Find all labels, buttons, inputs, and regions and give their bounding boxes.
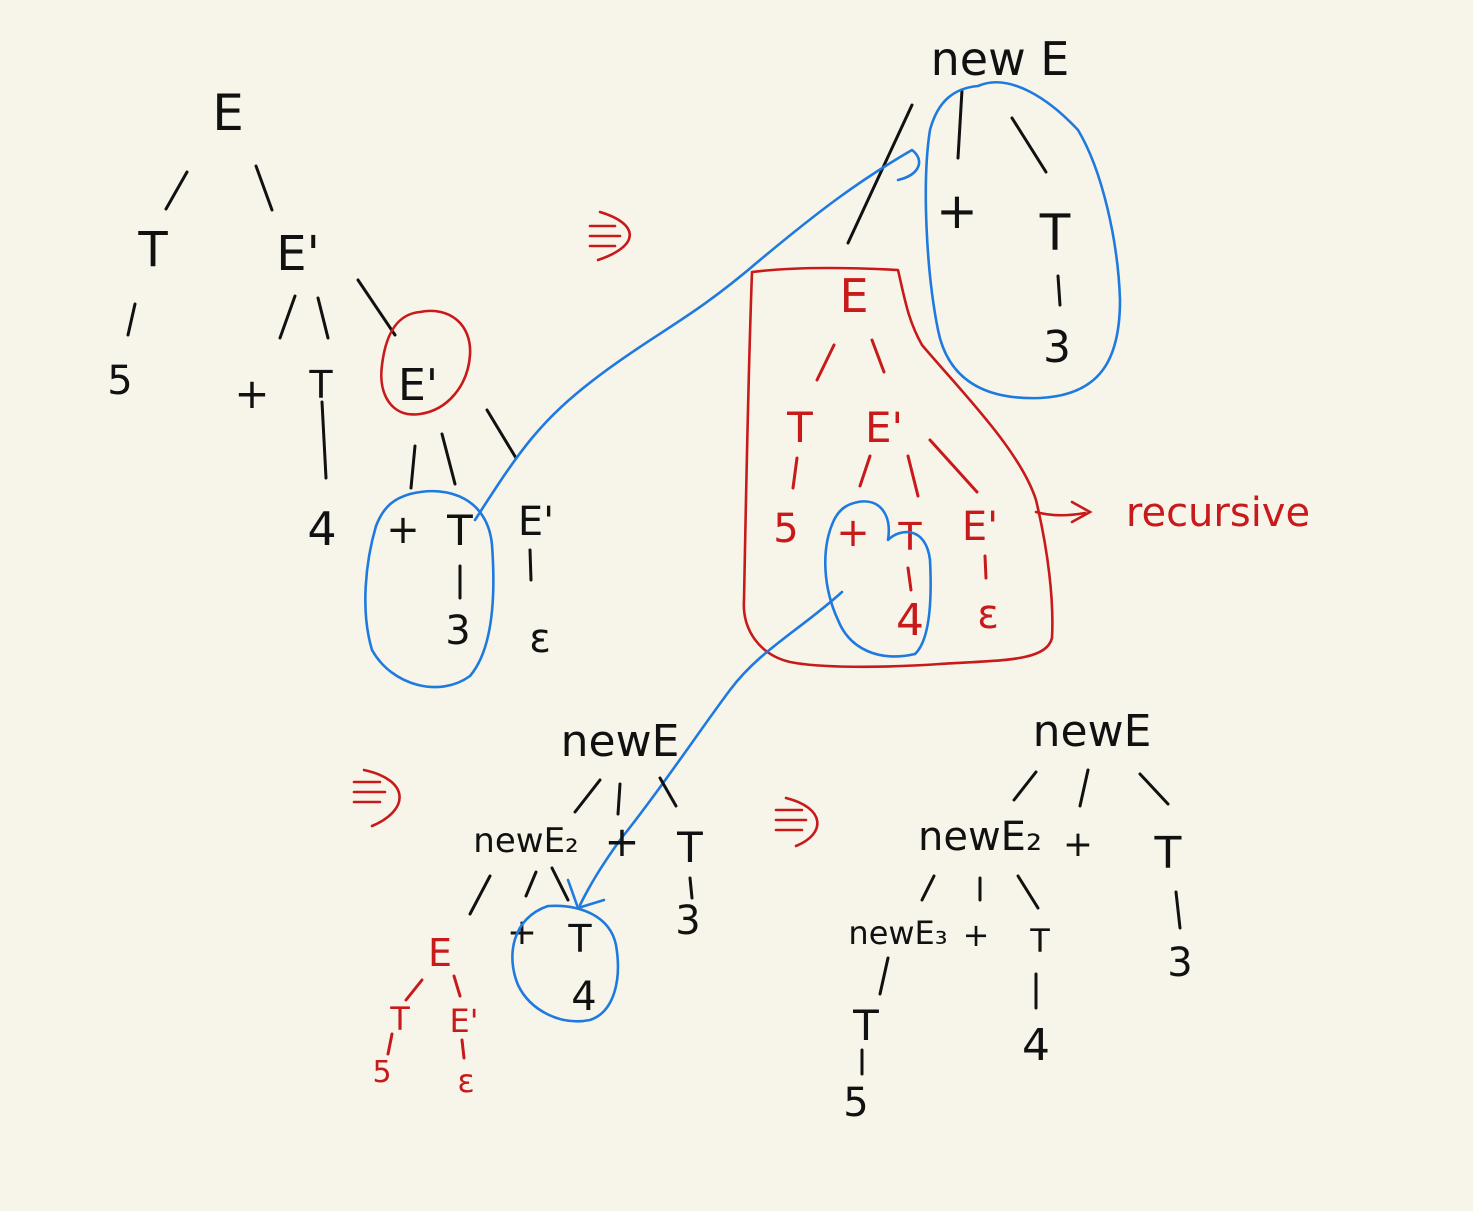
tree-original-node-t2: T — [308, 363, 333, 407]
tree-step-3-t: T — [676, 823, 703, 872]
tree-new-e-nested-e: E — [839, 269, 868, 323]
tree-step-4-new-e3: newE₃ — [848, 914, 947, 952]
recursive-arrow — [1034, 500, 1093, 524]
tree-new-e-root: new E — [931, 32, 1070, 86]
tree-new-e-red-edges — [791, 338, 988, 592]
tree-new-e-nested-leaf-5: 5 — [773, 506, 798, 552]
tree-original-node-plus-2: + — [386, 507, 420, 553]
tree-original-node-e-prime-2: E' — [398, 360, 438, 411]
tree-new-e-leaf-3: 3 — [1043, 322, 1071, 373]
tree-step-4-plus-2: + — [963, 916, 990, 954]
implies-arrow-2 — [352, 768, 401, 828]
tree-step-3-root: newE — [561, 716, 680, 767]
tree-original-leaf-4: 4 — [307, 502, 336, 556]
tree-step-3-nested-t: T — [389, 1000, 410, 1038]
tree-original-node-e-prime-3: E' — [518, 499, 554, 545]
tree-original-leaf-3: 3 — [445, 608, 470, 654]
tree-original-root-e: E — [212, 84, 244, 142]
tree-new-e-nested-leaf-4: 4 — [896, 595, 924, 646]
recursive-label: recursive — [1126, 490, 1310, 536]
implies-arrow-3 — [774, 796, 819, 848]
tree-original-node-t: T — [137, 222, 168, 278]
tree-step-3-plus: + — [604, 817, 639, 866]
tree-original-node-t3: T — [446, 506, 473, 555]
tree-step-3-black-edges — [468, 776, 694, 916]
tree-step-3-highlight — [511, 904, 620, 1023]
tree-step-4-leaf-5: 5 — [843, 1080, 868, 1126]
tree-step-3: newE newE₂ + T 3 + T 4 E T E' 5 ε — [372, 716, 703, 1100]
tree-step-3-nested-epsilon: ε — [457, 1062, 474, 1100]
tree-new-e-recursive-region — [742, 266, 1054, 669]
tree-step-4-leaf-3: 3 — [1167, 940, 1192, 986]
tree-new-e-node-plus: + — [936, 182, 978, 240]
tree-original-node-plus: + — [234, 369, 269, 418]
tree-original-highlight-red — [380, 309, 472, 416]
tree-step-3-new-e2: newE₂ — [473, 821, 578, 861]
tree-step-4-t: T — [1154, 828, 1182, 879]
tree-new-e-nested-t: T — [786, 403, 813, 452]
implies-arrow-1 — [588, 210, 631, 262]
tree-new-e-nested-e-prime: E' — [865, 403, 903, 452]
tree-new-e: new E + T 3 E T E' 5 + T E' 4 ε recursiv… — [742, 32, 1310, 669]
tree-step-3-nested-e: E — [428, 931, 452, 975]
tree-step-4-leaf-4: 4 — [1022, 1020, 1050, 1071]
tree-new-e-node-t: T — [1039, 204, 1071, 262]
tree-step-4-edges — [860, 768, 1182, 1076]
tree-step-4-root: newE — [1033, 706, 1152, 757]
tree-new-e-black-edges — [846, 88, 1062, 307]
tree-new-e-nested-plus: + — [836, 510, 870, 556]
tree-new-e-highlight-top — [924, 81, 1122, 400]
tree-step-3-red-edges — [386, 974, 466, 1060]
tree-step-3-plus-2: + — [507, 912, 537, 953]
tree-original-highlight-blue — [364, 489, 495, 689]
tree-new-e-nested-epsilon: ε — [977, 592, 999, 638]
tree-step-3-nested-leaf-5: 5 — [372, 1055, 391, 1090]
tree-step-3-nested-e-prime: E' — [449, 1002, 478, 1040]
tree-original: E T E' 5 + T E' 4 + T E' 3 ε — [107, 84, 554, 689]
tree-step-4-new-e2: newE₂ — [918, 814, 1042, 860]
tree-step-3-t2: T — [567, 917, 592, 961]
tree-step-4: newE newE₂ + T 3 newE₃ + T 4 T 5 — [843, 706, 1192, 1126]
tree-step-4-plus: + — [1063, 824, 1093, 865]
tree-step-4-t2: T — [1029, 922, 1050, 960]
tree-original-node-e-prime: E' — [276, 226, 320, 282]
mapping-curve-upper — [473, 148, 921, 522]
tree-original-edges — [126, 164, 533, 600]
tree-new-e-nested-e-prime-2: E' — [962, 504, 998, 550]
tree-step-4-t3: T — [852, 1001, 879, 1050]
tree-new-e-highlight-plus-t — [824, 500, 932, 658]
tree-step-3-leaf-3: 3 — [675, 898, 700, 944]
tree-step-3-leaf-4: 4 — [571, 974, 596, 1020]
tree-original-leaf-5: 5 — [107, 358, 132, 404]
tree-original-leaf-epsilon: ε — [529, 616, 551, 662]
